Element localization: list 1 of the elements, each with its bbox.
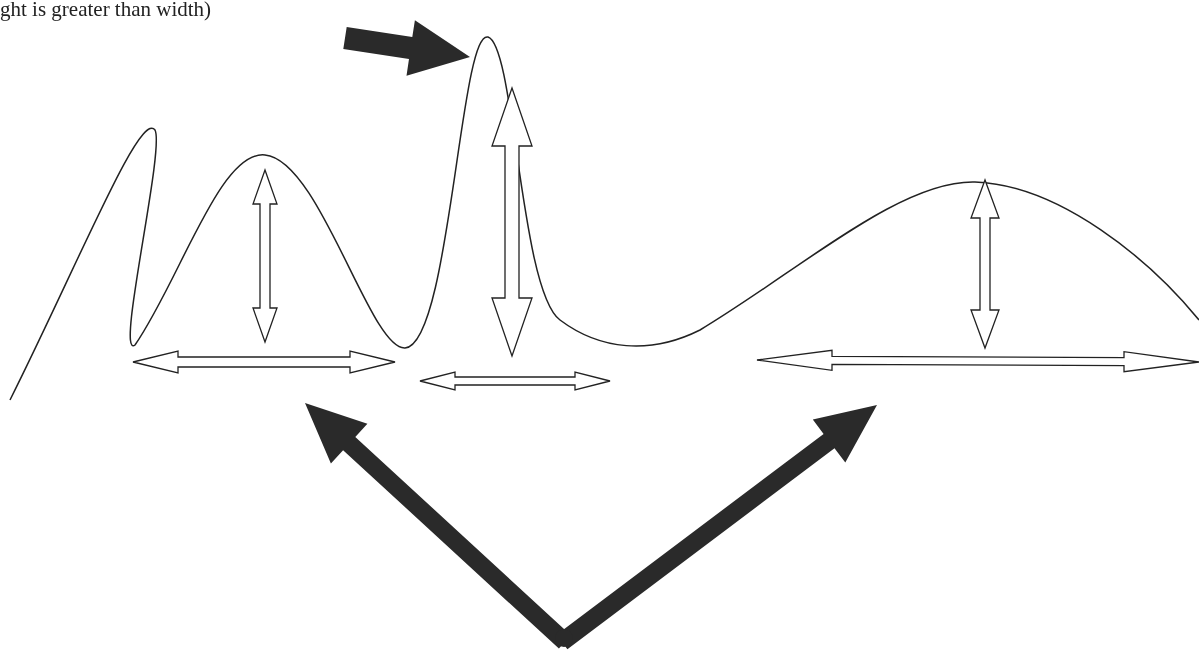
- note-text: ght is greater than width): [0, 0, 212, 22]
